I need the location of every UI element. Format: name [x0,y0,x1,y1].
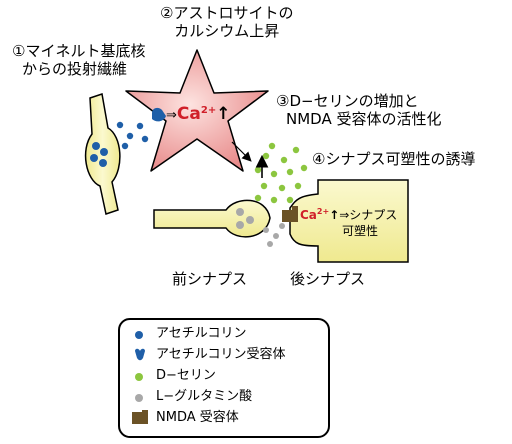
step3-line1: ③D−セリンの増加と [276,92,419,110]
postsynaptic-terminal [289,179,409,263]
blue-receptor-icon [135,348,145,361]
post-ca-sup: 2+ [316,207,330,216]
legend-label: NMDA 受容体 [156,410,239,425]
legend-label: L−グルタミン酸 [156,389,253,404]
astrocyte-star [125,49,269,172]
step2-line1: ②アストロサイトの [160,4,294,22]
legend-label: D−セリン [156,368,216,383]
presynaptic-label: 前シナプス [172,270,248,288]
legend: アセチルコリン アセチルコリン受容体 D−セリン L−グルタミン酸 NMDA 受… [118,318,330,438]
astrocyte-calcium-text: ⇒Ca2+↑ [166,104,230,124]
post-plasticity-text: ⇒シナプス [339,208,398,222]
legend-label: アセチルコリン [156,326,247,341]
step2-label: ②アストロサイトの カルシウム上昇 [160,4,293,40]
post-calcium-text: Ca2+↑⇒シナプス [300,206,397,223]
acetylcholine-dots [116,121,149,150]
green-dot-icon [135,373,143,381]
step2-line2: カルシウム上昇 [174,22,280,40]
brown-receptor-icon [132,410,148,424]
astro-up-arrow-icon: ↑ [216,104,231,124]
step4-label: ④シナプス可塑性の誘導 [312,150,475,168]
post-ca-text: Ca [300,208,317,222]
step1-line1: ①マイネルト基底核 [12,42,146,60]
post-plasticity-text2: 可塑性 [342,224,379,238]
step3-line2: NMDA 受容体の活性化 [286,110,442,128]
blue-dot-icon [135,331,143,339]
nmda-receptor-icon [282,206,298,222]
glutamate-dots [263,223,285,247]
legend-label: アセチルコリン受容体 [156,347,286,362]
presynaptic-terminal [153,199,271,238]
meynert-fiber [84,93,121,215]
astro-ca-text: Ca [176,104,201,124]
release-arrow [231,141,252,162]
step1-label: ①マイネルト基底核 からの投射繊維 [12,42,145,78]
acetylcholine-receptor-icon [152,107,166,122]
gray-dot-icon [135,394,143,402]
post-up-arrow-icon: ↑ [329,208,340,222]
step3-label: ③D−セリンの増加と NMDA 受容体の活性化 [276,92,441,128]
astro-arrow-text: ⇒ [166,108,177,123]
postsynaptic-label: 後シナプス [290,270,366,288]
astro-ca-sup: 2+ [200,105,217,116]
step4-line1: ④シナプス可塑性の誘導 [312,150,476,168]
step1-line2: からの投射繊維 [22,60,128,78]
